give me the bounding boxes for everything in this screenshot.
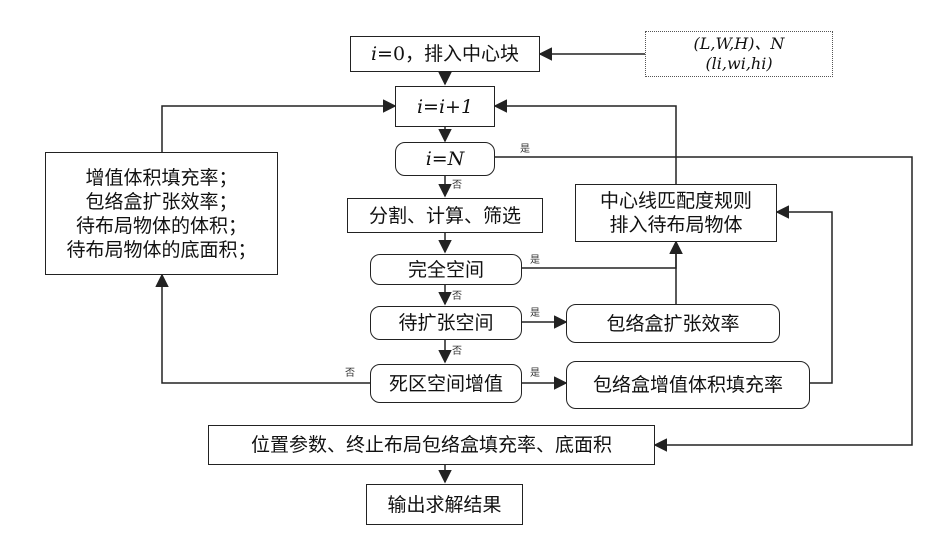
output-params-text: 位置参数、终止布局包络盒填充率、底面积 (251, 433, 612, 457)
criteria-line-1: 增值体积填充率； (85, 166, 237, 190)
output-params-box: 位置参数、终止布局包络盒填充率、底面积 (208, 425, 655, 465)
label-expand-yes: 是 (530, 309, 540, 319)
bbox-expand-text: 包络盒扩张效率 (606, 312, 739, 336)
label-full-no: 否 (452, 292, 462, 302)
label-expand-no: 否 (452, 347, 462, 357)
increment-text: i=i+1 (417, 95, 473, 119)
criteria-line-3: 待布局物体的体积； (76, 214, 247, 238)
increment-box: i=i+1 (395, 86, 495, 127)
criteria-line-4: 待布局物体的底面积； (66, 238, 256, 262)
bbox-fill-box: 包络盒增值体积填充率 (566, 361, 810, 409)
full-space-box: 完全空间 (370, 254, 522, 285)
dead-space-box: 死区空间增值 (370, 364, 522, 403)
check-n-text: i=N (426, 147, 465, 171)
centerline-rule-box: 中心线匹配度规则 排入待布局物体 (575, 184, 777, 242)
label-check-no: 否 (452, 181, 462, 191)
bbox-expand-box: 包络盒扩张效率 (566, 304, 780, 343)
criteria-box: 增值体积填充率； 包络盒扩张效率； 待布局物体的体积； 待布局物体的底面积； (45, 152, 278, 275)
start-text: =0，排入中心块 (377, 42, 519, 66)
start-box: i=0，排入中心块 (350, 36, 540, 72)
label-full-yes: 是 (530, 256, 540, 266)
result-text: 输出求解结果 (387, 493, 501, 517)
input-item-params: (li,wi,hi) (705, 54, 772, 74)
edge-criteria-incr (162, 106, 395, 152)
expand-space-box: 待扩张空间 (370, 306, 522, 340)
edge-full-centerline (522, 242, 676, 268)
centerline-line2: 排入待布局物体 (609, 213, 742, 237)
edge-bboxfill-centerline (777, 212, 832, 383)
input-params-box: (L,W,H)、N (li,wi,hi) (645, 31, 833, 77)
centerline-line1: 中心线匹配度规则 (600, 189, 752, 213)
label-dead-yes: 是 (530, 369, 540, 379)
bbox-fill-text: 包络盒增值体积填充率 (593, 373, 783, 397)
dead-space-text: 死区空间增值 (389, 372, 503, 396)
split-compute-box: 分割、计算、筛选 (347, 198, 543, 233)
expand-space-text: 待扩张空间 (398, 311, 493, 335)
split-compute-text: 分割、计算、筛选 (369, 204, 521, 228)
input-container-params: (L,W,H)、N (694, 34, 785, 54)
label-check-yes: 是 (520, 145, 530, 155)
label-dead-no: 否 (345, 369, 355, 379)
result-box: 输出求解结果 (366, 484, 523, 525)
check-n-box: i=N (395, 142, 495, 176)
edge-dead-criteria (162, 275, 370, 383)
full-space-text: 完全空间 (408, 258, 484, 282)
criteria-line-2: 包络盒扩张效率； (85, 190, 237, 214)
